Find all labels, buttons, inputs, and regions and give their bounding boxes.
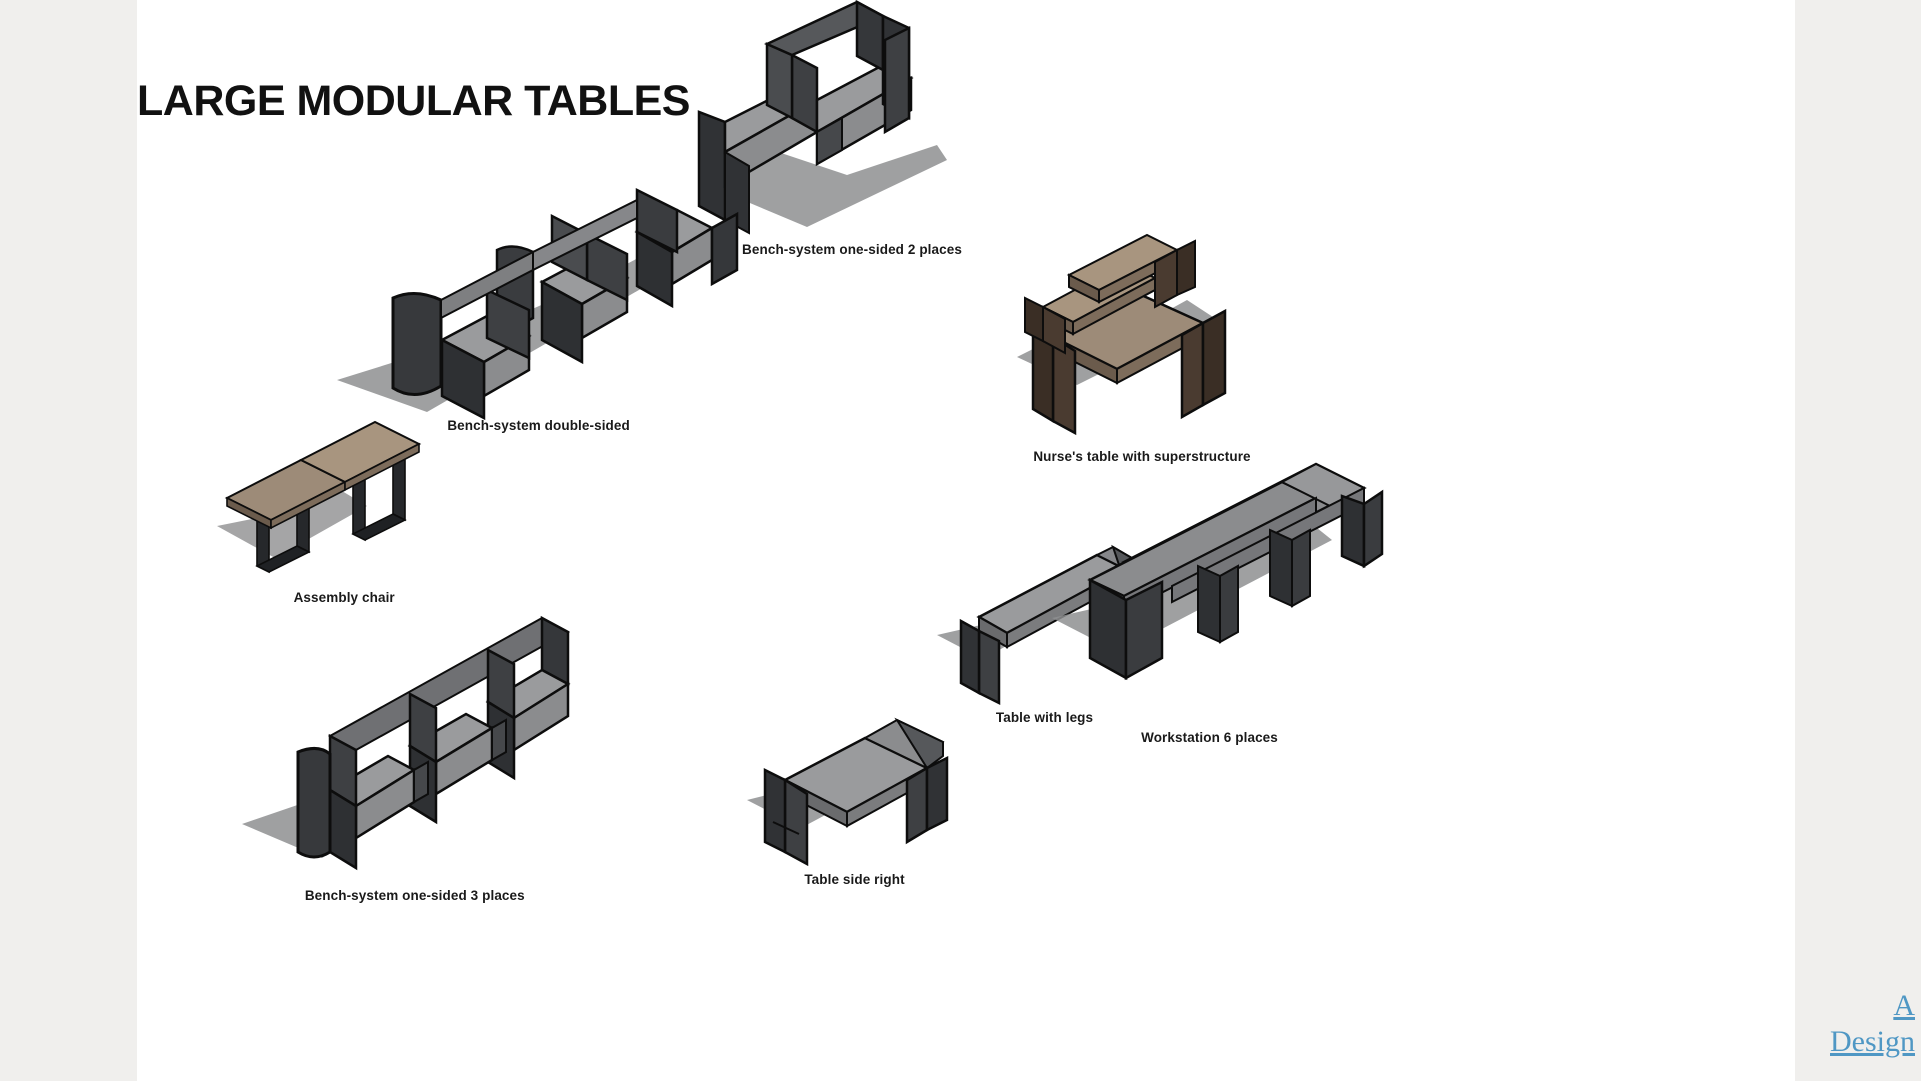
item-label-workstation-6: Workstation 6 places (1141, 730, 1278, 745)
watermark-line-1[interactable]: A (1893, 989, 1915, 1023)
watermark-line-2[interactable]: Design (1830, 1024, 1915, 1058)
isometric-table-side-right-icon (747, 717, 949, 867)
item-bench-one-sided-3[interactable]: Bench-system one-sided 3 places (242, 615, 602, 903)
isometric-bench-double-sided-icon (337, 187, 739, 421)
item-label-bench-one-sided-3: Bench-system one-sided 3 places (304, 888, 525, 903)
watermark-link[interactable]: A Design (1830, 988, 1915, 1059)
isometric-bench-one-sided-2-icon (697, 0, 947, 235)
item-bench-one-sided-2[interactable]: Bench-system one-sided 2 places (697, 0, 1007, 270)
document-sheet: LARGE MODULAR TABLES (137, 0, 1795, 1081)
item-assembly-chair[interactable]: Assembly chair (217, 420, 457, 605)
isometric-bench-one-sided-3-icon (242, 615, 571, 871)
item-label-nurses-table: Nurse's table with superstructure (1033, 449, 1251, 464)
item-label-bench-one-sided-2: Bench-system one-sided 2 places (742, 242, 962, 257)
isometric-workstation-6-icon (1052, 462, 1384, 681)
item-label-table-side-right: Table side right (804, 872, 905, 887)
isometric-assembly-chair-icon (217, 420, 422, 574)
item-table-side-right[interactable]: Table side right (747, 700, 962, 887)
item-nurses-table[interactable]: Nurse's table with superstructure (1017, 233, 1267, 475)
item-label-assembly-chair: Assembly chair (293, 590, 395, 605)
item-bench-double-sided[interactable]: Bench-system double-sided (337, 187, 757, 440)
page-title: LARGE MODULAR TABLES (137, 76, 690, 125)
item-label-bench-double-sided: Bench-system double-sided (447, 418, 630, 433)
item-label-table-with-legs: Table with legs (995, 710, 1094, 725)
item-workstation-6[interactable]: Workstation 6 places (1052, 462, 1402, 745)
isometric-nurses-table-icon (1017, 233, 1227, 436)
